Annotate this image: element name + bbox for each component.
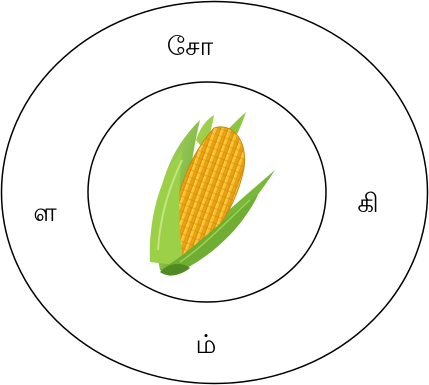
inner-ring — [87, 81, 327, 303]
syllable-bottom: ம் — [195, 330, 217, 360]
syllable-top: சோ — [166, 32, 214, 62]
syllable-left: ள — [33, 198, 57, 228]
syllable-right: கி — [357, 189, 379, 219]
corn-icon — [149, 112, 275, 276]
